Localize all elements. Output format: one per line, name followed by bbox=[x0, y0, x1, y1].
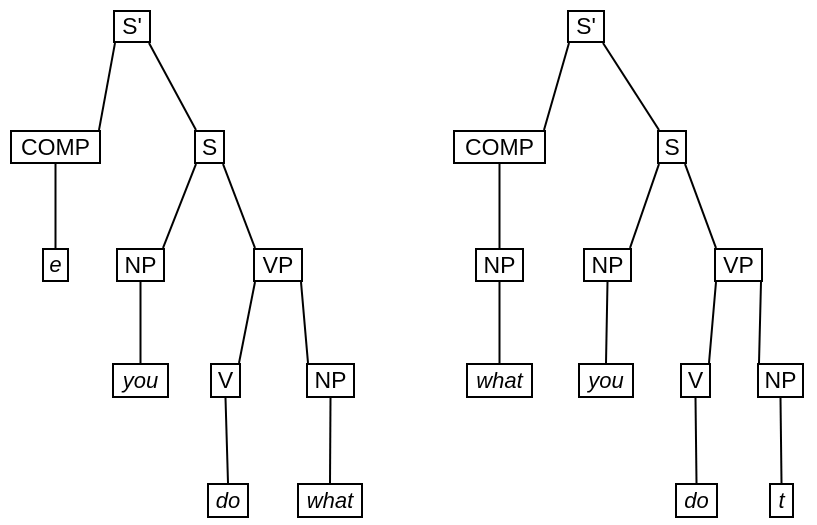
tree-node-label: NP bbox=[591, 251, 624, 278]
tree-node-label: S' bbox=[576, 13, 596, 39]
tree-node-l-np1: NP bbox=[116, 248, 165, 282]
tree-edge-r-sbar-to-r-s bbox=[602, 42, 660, 131]
tree-node-l-vp: VP bbox=[253, 248, 303, 282]
tree-edge-r-np2-to-r-t bbox=[779, 397, 783, 484]
tree-node-r-comp: COMP bbox=[453, 130, 546, 164]
tree-node-r-np1: NP bbox=[583, 248, 632, 282]
tree-node-label: do bbox=[684, 487, 709, 513]
tree-node-label: VP bbox=[262, 251, 294, 278]
tree-node-l-you: you bbox=[112, 363, 169, 398]
tree-node-label: t bbox=[778, 487, 785, 513]
tree-node-l-do: do bbox=[207, 483, 249, 518]
tree-node-label: what bbox=[476, 367, 523, 393]
tree-node-label: VP bbox=[723, 251, 754, 278]
tree-node-label: do bbox=[215, 487, 241, 513]
tree-edge-l-vp-to-l-np2 bbox=[300, 281, 309, 364]
tree-node-r-v: V bbox=[680, 363, 711, 398]
tree-node-l-v: V bbox=[210, 363, 241, 398]
tree-edge-l-sbar-to-l-s bbox=[148, 42, 197, 131]
tree-edge-l-vp-to-l-v bbox=[238, 281, 256, 364]
tree-edge-r-s-to-r-np1 bbox=[629, 163, 660, 249]
tree-edge-l-v-to-l-do bbox=[224, 397, 229, 484]
tree-node-label: what bbox=[306, 487, 354, 513]
tree-node-label: S bbox=[201, 133, 218, 160]
tree-edge-l-np2-to-l-what bbox=[329, 397, 332, 484]
tree-node-label: NP bbox=[124, 251, 157, 278]
tree-edge-r-vp-to-r-np2 bbox=[758, 281, 762, 364]
tree-node-label: you bbox=[122, 367, 159, 393]
tree-node-label: COMP bbox=[465, 133, 534, 160]
tree-node-l-e: e bbox=[42, 248, 69, 282]
tree-edge-r-vp-to-r-v bbox=[708, 281, 717, 364]
tree-edge-r-v-to-r-do bbox=[694, 397, 698, 484]
tree-edge-l-sbar-to-l-comp bbox=[98, 42, 116, 131]
tree-edge-l-s-to-l-np1 bbox=[162, 163, 197, 249]
tree-node-label: V bbox=[217, 367, 234, 393]
tree-node-label: you bbox=[588, 367, 624, 393]
tree-node-l-sbar: S' bbox=[113, 10, 151, 43]
tree-node-label: V bbox=[687, 367, 704, 393]
tree-node-l-comp: COMP bbox=[10, 130, 101, 164]
tree-node-r-what: what bbox=[466, 363, 533, 398]
tree-node-r-np0: NP bbox=[475, 248, 524, 282]
tree-node-r-s: S bbox=[657, 130, 687, 164]
tree-node-r-you: you bbox=[578, 363, 634, 398]
tree-edge-r-sbar-to-r-comp bbox=[543, 42, 570, 131]
tree-node-l-s: S bbox=[194, 130, 225, 164]
tree-node-label: S' bbox=[122, 13, 142, 39]
tree-edge-r-s-to-r-vp bbox=[684, 163, 717, 249]
tree-node-r-sbar: S' bbox=[567, 10, 605, 43]
tree-node-label: e bbox=[49, 252, 62, 277]
tree-node-r-np2: NP bbox=[757, 363, 804, 398]
tree-edge-r-np1-to-r-you bbox=[605, 281, 609, 364]
tree-node-label: NP bbox=[764, 367, 797, 393]
tree-node-l-what: what bbox=[297, 483, 363, 518]
tree-node-label: COMP bbox=[21, 133, 90, 160]
tree-node-l-np2: NP bbox=[306, 363, 355, 398]
tree-node-label: NP bbox=[483, 251, 516, 278]
tree-node-r-t: t bbox=[769, 483, 794, 518]
tree-edge-l-s-to-l-vp bbox=[222, 163, 256, 249]
tree-node-label: S bbox=[664, 133, 680, 160]
tree-node-label: NP bbox=[314, 367, 347, 393]
tree-node-r-do: do bbox=[675, 483, 718, 518]
tree-node-r-vp: VP bbox=[714, 248, 763, 282]
